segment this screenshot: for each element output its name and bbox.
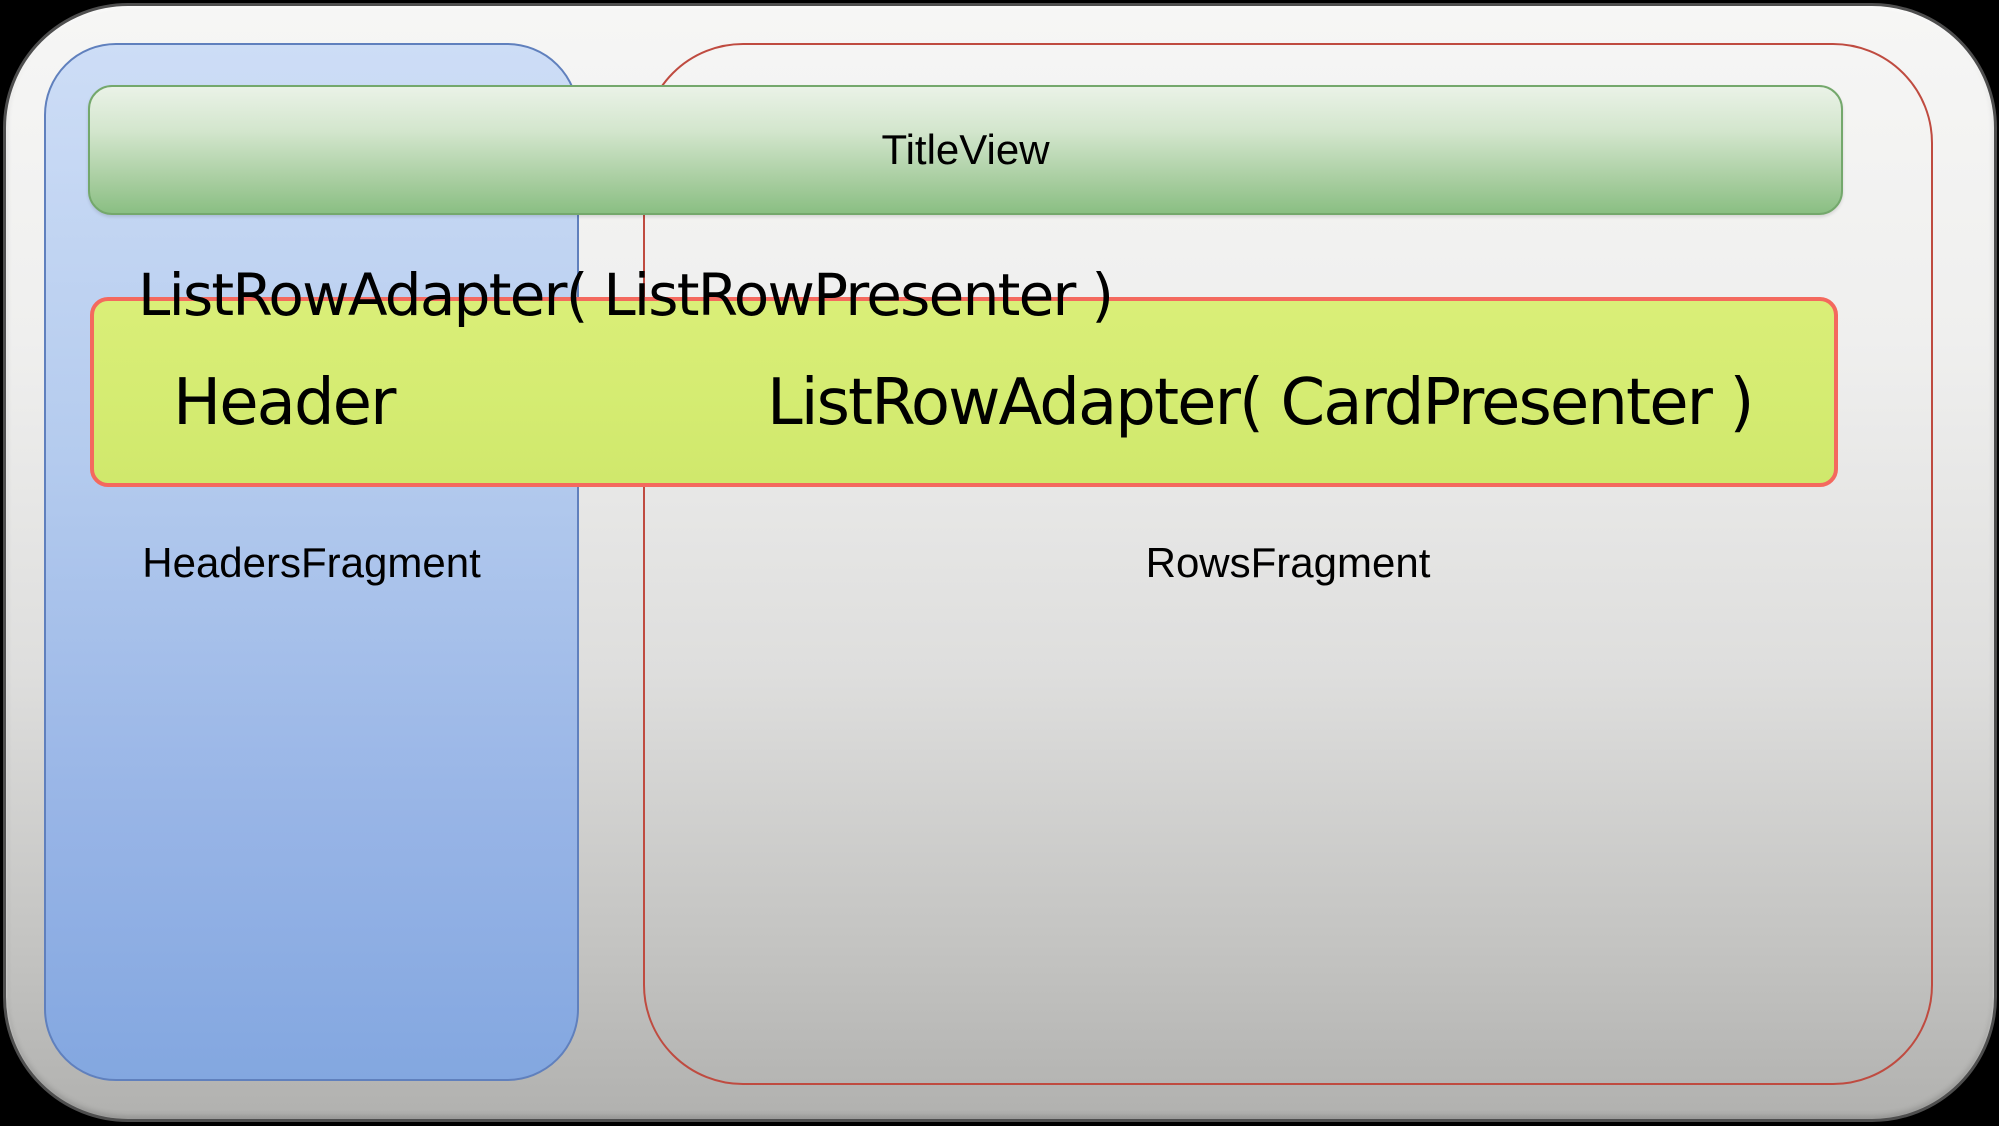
card-presenter-adapter-label: ListRowAdapter( CardPresenter ) [767,366,1754,440]
list-row-strip [90,297,1838,487]
title-view-bar: TitleView [88,85,1843,215]
list-row-adapter-overlay-text: ListRowAdapter( ListRowPresenter ) [138,261,1114,329]
title-view-label: TitleView [881,126,1050,173]
rows-fragment-label: RowsFragment [1145,539,1431,586]
headers-fragment-box [44,43,579,1081]
headers-fragment-label: HeadersFragment [142,539,481,586]
header-label: Header [173,366,396,440]
rows-fragment-box [643,43,1933,1085]
